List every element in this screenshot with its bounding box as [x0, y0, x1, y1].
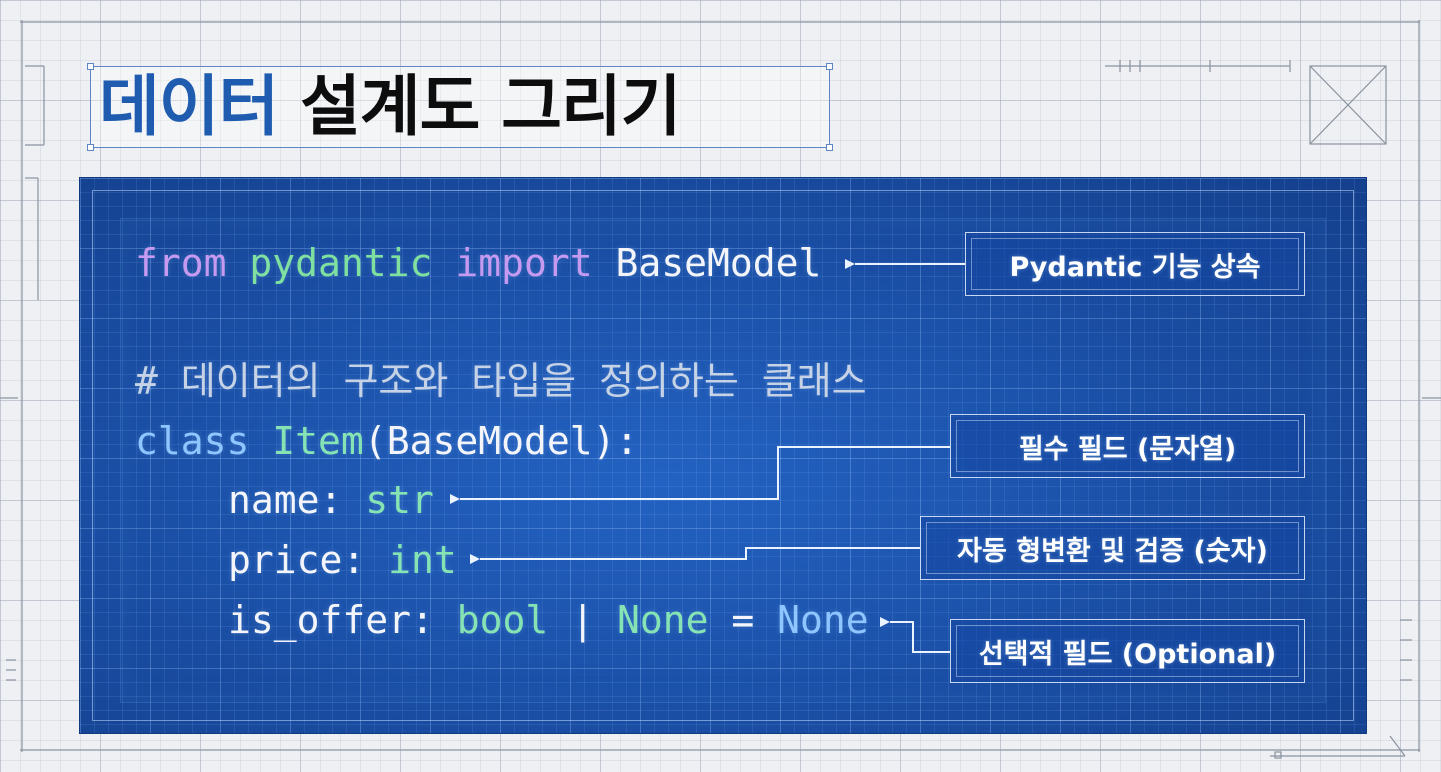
title-accent: 데이터	[99, 68, 279, 145]
field-type: bool	[456, 598, 549, 642]
base-class: BaseModel	[386, 419, 593, 463]
field-name: price:	[228, 538, 366, 582]
code-line-class: class Item(BaseModel):	[135, 416, 638, 466]
equals-sign: =	[731, 598, 755, 642]
field-name: name:	[228, 478, 343, 522]
annotation-coerce: 자동 형변환 및 검증 (숫자)	[920, 516, 1305, 580]
code-field-name: name: str	[228, 475, 434, 525]
keyword-import: import	[455, 241, 593, 285]
default-value: None	[777, 598, 869, 642]
annotation-inherit: Pydantic 기능 상속	[965, 232, 1305, 296]
annotation-coerce-text: 자동 형변환 및 검증 (숫자)	[957, 535, 1268, 567]
selection-handle	[87, 144, 94, 151]
module-name: pydantic	[249, 241, 433, 285]
panel-frame	[92, 190, 1354, 721]
import-name: BaseModel	[615, 241, 822, 285]
keyword-from: from	[135, 241, 227, 285]
page-title: 데이터 설계도 그리기	[99, 67, 681, 147]
annotation-required-text: 필수 필드 (문자열)	[1018, 433, 1237, 465]
field-name: is_offer:	[228, 598, 434, 642]
panel-glow	[120, 218, 1326, 703]
annotation-optional: 선택적 필드 (Optional)	[950, 619, 1305, 683]
union-pipe: |	[571, 598, 595, 642]
title-frame: 데이터 설계도 그리기	[87, 63, 833, 151]
selection-handle	[826, 144, 833, 151]
class-name: Item	[272, 419, 364, 463]
paren-open: (	[363, 419, 387, 463]
field-type: str	[365, 478, 434, 522]
title-main: 설계도 그리기	[300, 68, 681, 145]
paren-close: ):	[592, 419, 639, 463]
code-comment: # 데이터의 구조와 타입을 정의하는 클래스	[135, 359, 867, 403]
code-line-import: from pydantic import BaseModel	[135, 238, 821, 288]
field-type: int	[388, 538, 457, 582]
keyword-class: class	[135, 419, 250, 463]
annotation-required: 필수 필드 (문자열)	[950, 414, 1305, 478]
annotation-optional-text: 선택적 필드 (Optional)	[978, 638, 1277, 670]
selection-handle	[826, 63, 833, 70]
none-type: None	[616, 598, 709, 642]
code-field-price: price: int	[228, 535, 457, 585]
code-field-is-offer: is_offer: bool | None = None	[228, 595, 869, 645]
annotation-inherit-text: Pydantic 기능 상속	[1009, 251, 1261, 283]
selection-handle	[87, 63, 94, 70]
